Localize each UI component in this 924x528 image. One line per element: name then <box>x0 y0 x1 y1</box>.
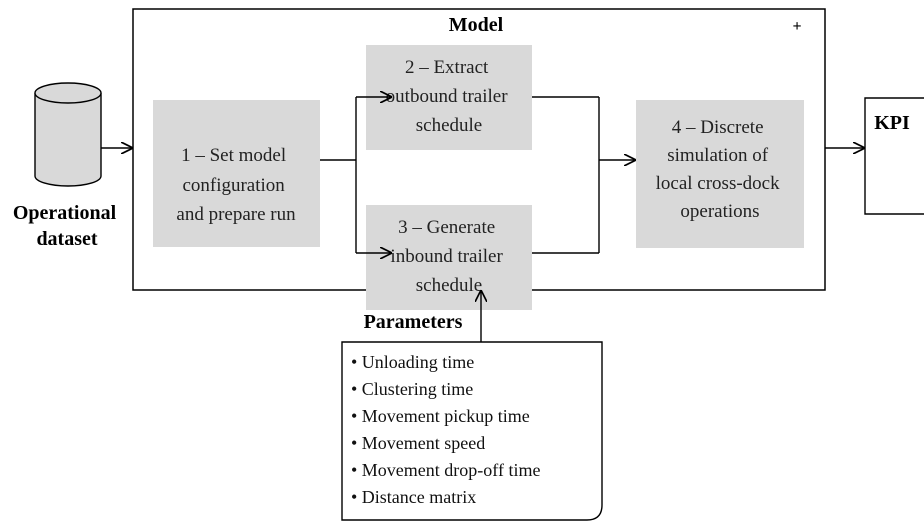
step-2-label: 2 – Extract outbound trailer schedule <box>386 57 513 136</box>
model-title: Model <box>449 14 504 36</box>
model-plus-icon: + <box>792 18 801 35</box>
step-2-line-3: schedule <box>416 115 482 136</box>
parameter-item: • Movement drop-off time <box>351 460 540 480</box>
connector-merge <box>532 96 636 254</box>
step-1-box <box>153 100 320 247</box>
step-2-line-1: 2 – Extract <box>405 57 489 78</box>
step-4-line-4: operations <box>680 201 759 222</box>
parameter-item: • Unloading time <box>351 352 474 372</box>
step-1-line-1: 1 – Set model <box>181 145 286 166</box>
step-4-box <box>636 100 804 248</box>
parameters-list: • Unloading time • Clustering time • Mov… <box>351 352 545 507</box>
step-1-label: 1 – Set model configuration and prepare … <box>176 145 296 225</box>
parameter-item: • Distance matrix <box>351 487 476 507</box>
parameter-item: • Movement pickup time <box>351 406 530 426</box>
dataset-label: Operational dataset <box>13 202 121 250</box>
step-3-line-2: inbound trailer <box>390 246 503 267</box>
step-3-line-1: 3 – Generate <box>398 217 495 238</box>
dataset-line-1: Operational <box>13 202 117 224</box>
step-2-box <box>366 45 532 150</box>
parameter-item: • Clustering time <box>351 379 473 399</box>
step-2-line-2: outbound trailer <box>386 86 509 107</box>
step-1-line-3: and prepare run <box>176 204 296 225</box>
step-3-label: 3 – Generate inbound trailer schedule <box>390 217 507 296</box>
connector-split <box>320 97 392 253</box>
database-icon <box>34 82 102 187</box>
step-4-line-2: simulation of <box>667 145 768 166</box>
parameters-box <box>341 341 603 521</box>
parameters-title: Parameters <box>364 311 463 333</box>
step-3-line-3: schedule <box>416 275 482 296</box>
step-4-line-3: local cross-dock <box>656 173 780 194</box>
step-3-box <box>366 205 532 310</box>
step-4-line-1: 4 – Discrete <box>672 117 764 138</box>
dataset-line-2: dataset <box>36 228 97 250</box>
parameter-item: • Movement speed <box>351 433 485 453</box>
step-1-line-2: configuration <box>182 175 285 196</box>
kpi-label: KPI <box>874 112 910 134</box>
step-4-label: 4 – Discrete simulation of local cross-d… <box>656 117 785 222</box>
kpi-box <box>864 97 924 215</box>
